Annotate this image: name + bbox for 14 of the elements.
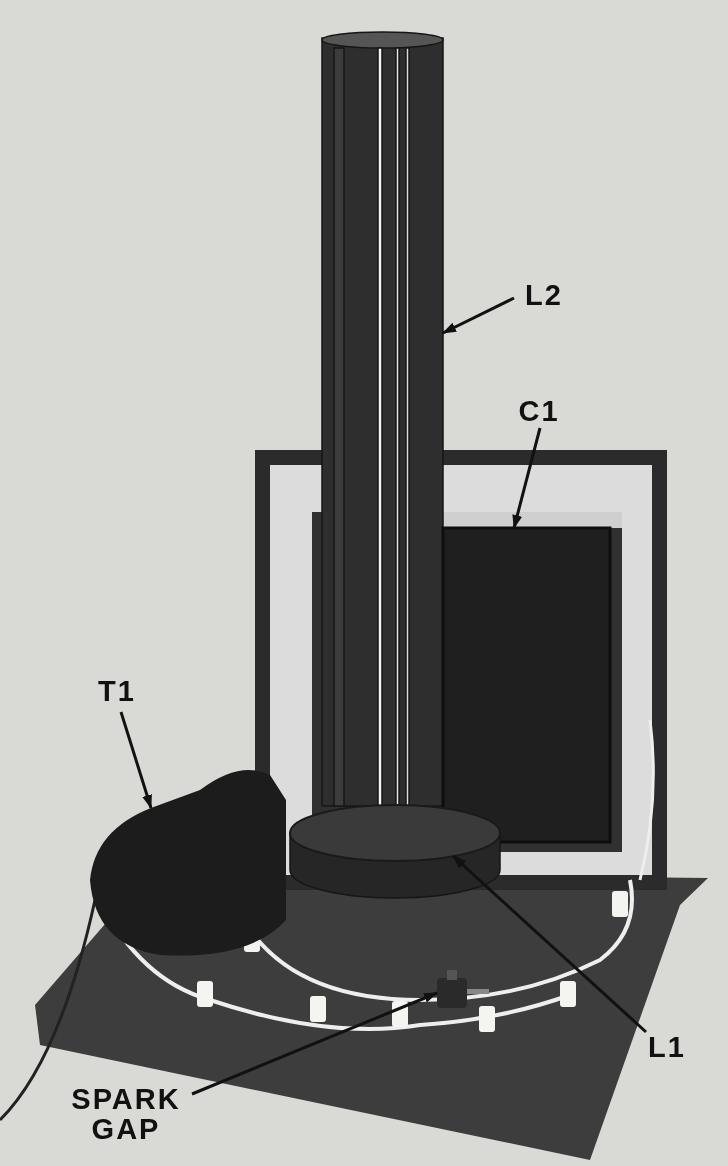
part-label: L2 (516, 280, 572, 310)
primary-coil (289, 804, 501, 899)
secondary-coil (321, 31, 444, 807)
part-label: SPARK GAP (56, 1084, 196, 1144)
leader-line (512, 427, 542, 529)
part-label: L1 (642, 1032, 692, 1062)
leader-line (119, 711, 153, 809)
spark-gap (437, 970, 489, 1008)
capacitor-plate (441, 526, 612, 844)
part-label: T1 (94, 676, 140, 706)
part-label: C1 (514, 396, 564, 426)
transformer (90, 770, 286, 956)
leader-line (191, 991, 438, 1096)
leader-line (442, 296, 515, 335)
